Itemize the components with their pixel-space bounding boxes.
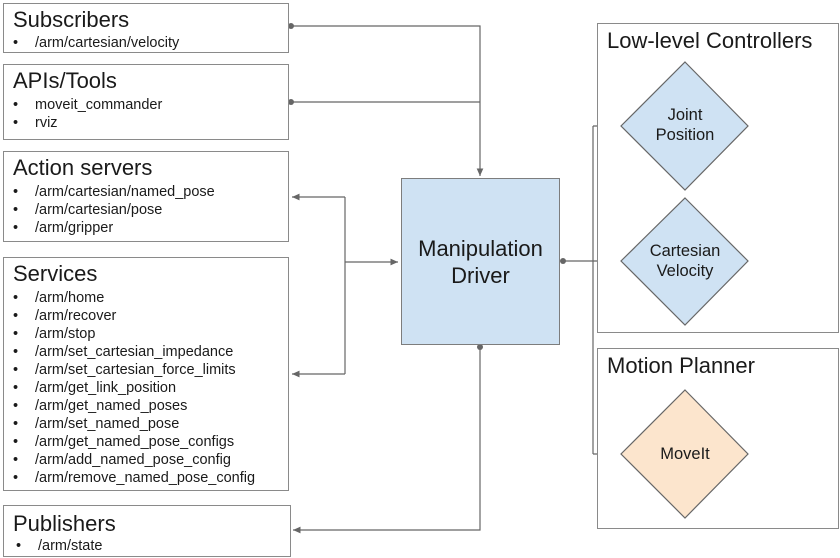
- connector-dot-subscribers: [288, 23, 294, 29]
- list-item: /arm/remove_named_pose_config: [13, 469, 255, 487]
- apis-tools-title: APIs/Tools: [13, 68, 117, 93]
- list-item: /arm/gripper: [13, 219, 215, 237]
- joint-position-label: Joint Position: [635, 103, 735, 147]
- manipulation-driver-node: Manipulation Driver: [401, 178, 560, 345]
- list-item: /arm/set_cartesian_impedance: [13, 343, 255, 361]
- list-item: /arm/cartesian/pose: [13, 201, 215, 219]
- list-item: /arm/cartesian/named_pose: [13, 183, 215, 201]
- cartesian-label-line1: Cartesian: [649, 242, 721, 260]
- connector-subscribers-driver: [291, 25, 484, 176]
- connector-driver-publishers: [293, 347, 481, 534]
- services-title: Services: [13, 261, 98, 286]
- connector-dot-driver-right: [560, 258, 566, 264]
- driver-label-line2: Driver: [451, 262, 510, 288]
- connector-dot-apis: [288, 99, 294, 105]
- list-item: /arm/home: [13, 289, 255, 307]
- action-servers-title: Action servers: [13, 155, 153, 180]
- motion-planner-title: Motion Planner: [607, 353, 755, 378]
- services-box: Services /arm/home /arm/recover /arm/sto…: [3, 257, 289, 491]
- publishers-box: Publishers /arm/state: [3, 505, 291, 557]
- cartesian-label-line2: Velocity: [656, 262, 714, 280]
- publishers-title: Publishers: [13, 511, 116, 536]
- list-item: /arm/add_named_pose_config: [13, 451, 255, 469]
- list-item: /arm/cartesian/velocity: [13, 34, 179, 52]
- cartesian-velocity-label: Cartesian Velocity: [630, 239, 740, 283]
- driver-label-line1: Manipulation: [418, 235, 543, 261]
- action-servers-list: /arm/cartesian/named_pose /arm/cartesian…: [13, 183, 215, 237]
- subscribers-title: Subscribers: [13, 7, 130, 32]
- list-item: /arm/set_named_pose: [13, 415, 255, 433]
- list-item: /arm/recover: [13, 307, 255, 325]
- list-item: /arm/get_named_pose_configs: [13, 433, 255, 451]
- list-item: /arm/stop: [13, 325, 255, 343]
- list-item: /arm/get_link_position: [13, 379, 255, 397]
- low-level-controllers-group: Low-level Controllers: [597, 23, 839, 333]
- low-level-controllers-title: Low-level Controllers: [607, 28, 813, 53]
- publishers-list: /arm/state: [16, 537, 102, 555]
- list-item: /arm/get_named_poses: [13, 397, 255, 415]
- action-servers-box: Action servers /arm/cartesian/named_pose…: [3, 151, 289, 242]
- apis-tools-list: moveit_commander rviz: [13, 96, 162, 132]
- list-item: rviz: [13, 114, 162, 132]
- subscribers-box: Subscribers /arm/cartesian/velocity: [3, 3, 289, 53]
- joint-label-line2: Position: [655, 126, 715, 144]
- list-item: /arm/state: [16, 537, 102, 555]
- list-item: /arm/set_cartesian_force_limits: [13, 361, 255, 379]
- list-item: moveit_commander: [13, 96, 162, 114]
- motion-planner-group: Motion Planner: [597, 348, 839, 529]
- subscribers-list: /arm/cartesian/velocity: [13, 34, 179, 52]
- moveit-label: MoveIt: [660, 445, 710, 463]
- joint-label-line1: Joint: [667, 106, 703, 124]
- connector-dot-driver-bottom: [477, 344, 483, 350]
- services-list: /arm/home /arm/recover /arm/stop /arm/se…: [13, 289, 255, 487]
- apis-tools-box: APIs/Tools moveit_commander rviz: [3, 64, 289, 140]
